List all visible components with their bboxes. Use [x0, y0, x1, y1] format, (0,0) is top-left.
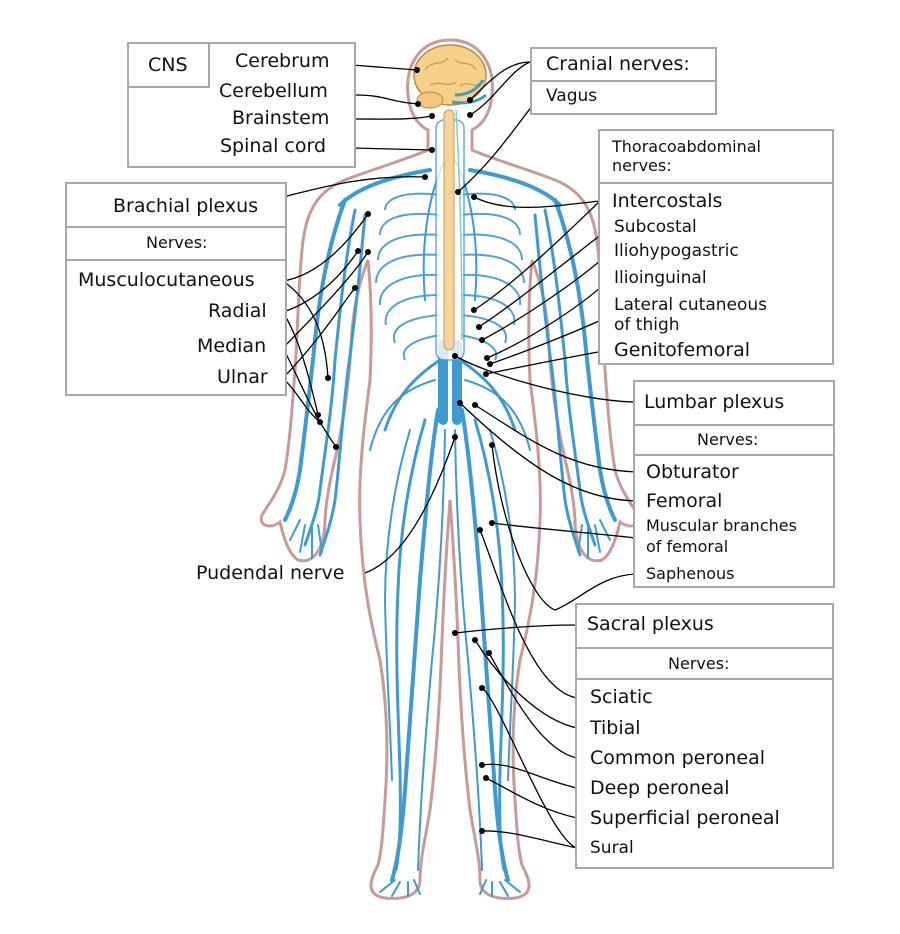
lumbar-divider-2	[633, 454, 835, 456]
label-common-peroneal: Common peroneal	[590, 747, 766, 769]
cns-title-box	[127, 42, 210, 88]
brachial-nerves-subtitle: Nerves:	[146, 233, 208, 252]
label-brainstem: Brainstem	[232, 107, 330, 129]
cranial-nerve-lines	[451, 79, 487, 105]
sacral-divider-1	[575, 647, 834, 649]
label-muscular-branches: Muscular branches	[646, 516, 797, 535]
brachial-divider-2	[65, 259, 287, 261]
sacral-plexus-title: Sacral plexus	[587, 613, 714, 635]
label-median: Median	[197, 335, 267, 357]
lumbar-plexus-box	[633, 380, 835, 588]
label-obturator: Obturator	[646, 461, 739, 483]
thoraco-title-line1: Thoracoabdominal	[612, 137, 761, 156]
label-radial: Radial	[208, 300, 267, 322]
label-superficial-peroneal: Superficial peroneal	[590, 807, 780, 829]
brachial-plexus-title: Brachial plexus	[113, 195, 259, 217]
brain	[413, 44, 487, 106]
label-femoral: Femoral	[646, 490, 723, 512]
label-musculocutaneous: Musculocutaneous	[78, 269, 255, 291]
sacral-divider-2	[575, 678, 834, 680]
brachial-divider-1	[65, 226, 287, 228]
label-tibial: Tibial	[590, 717, 641, 739]
label-vagus: Vagus	[546, 86, 598, 106]
label-lateral-cutaneous: Lateral cutaneous	[614, 295, 768, 315]
lumbar-nerves-subtitle: Nerves:	[697, 430, 759, 449]
label-ilioinguinal: Ilioinguinal	[614, 268, 707, 288]
label-of-femoral: of femoral	[646, 537, 729, 556]
label-sciatic: Sciatic	[590, 686, 653, 708]
label-genitofemoral: Genitofemoral	[614, 339, 751, 361]
cranial-divider	[530, 80, 717, 82]
thoraco-divider	[598, 182, 834, 184]
lumbar-divider-1	[633, 424, 835, 426]
label-intercostals: Intercostals	[612, 190, 723, 212]
label-pudendal-nerve: Pudendal nerve	[196, 562, 345, 584]
thoraco-title-line2: nerves:	[612, 156, 672, 175]
label-iliohypogastric: Iliohypogastric	[614, 241, 739, 261]
brachial-plexus-box	[65, 182, 287, 396]
thoracoabdominal-box	[598, 129, 834, 365]
sacral-nerves-subtitle: Nerves:	[668, 654, 730, 673]
label-saphenous: Saphenous	[646, 564, 735, 583]
brain-folds	[424, 57, 479, 87]
label-sural: Sural	[590, 838, 634, 858]
cranial-nerves-title: Cranial nerves:	[546, 53, 690, 75]
label-cerebellum: Cerebellum	[219, 80, 328, 102]
label-deep-peroneal: Deep peroneal	[590, 777, 730, 799]
vagus-nerve-line	[455, 109, 463, 341]
label-subcostal: Subcostal	[614, 217, 697, 237]
lumbar-plexus-title: Lumbar plexus	[644, 391, 785, 413]
label-cerebrum: Cerebrum	[235, 50, 330, 72]
cns-title: CNS	[148, 54, 188, 76]
label-ulnar: Ulnar	[217, 366, 268, 388]
cerebellum	[416, 91, 444, 109]
label-spinal-cord: Spinal cord	[220, 135, 327, 157]
spinal-cord	[443, 109, 455, 351]
label-of-thigh: of thigh	[614, 315, 680, 335]
